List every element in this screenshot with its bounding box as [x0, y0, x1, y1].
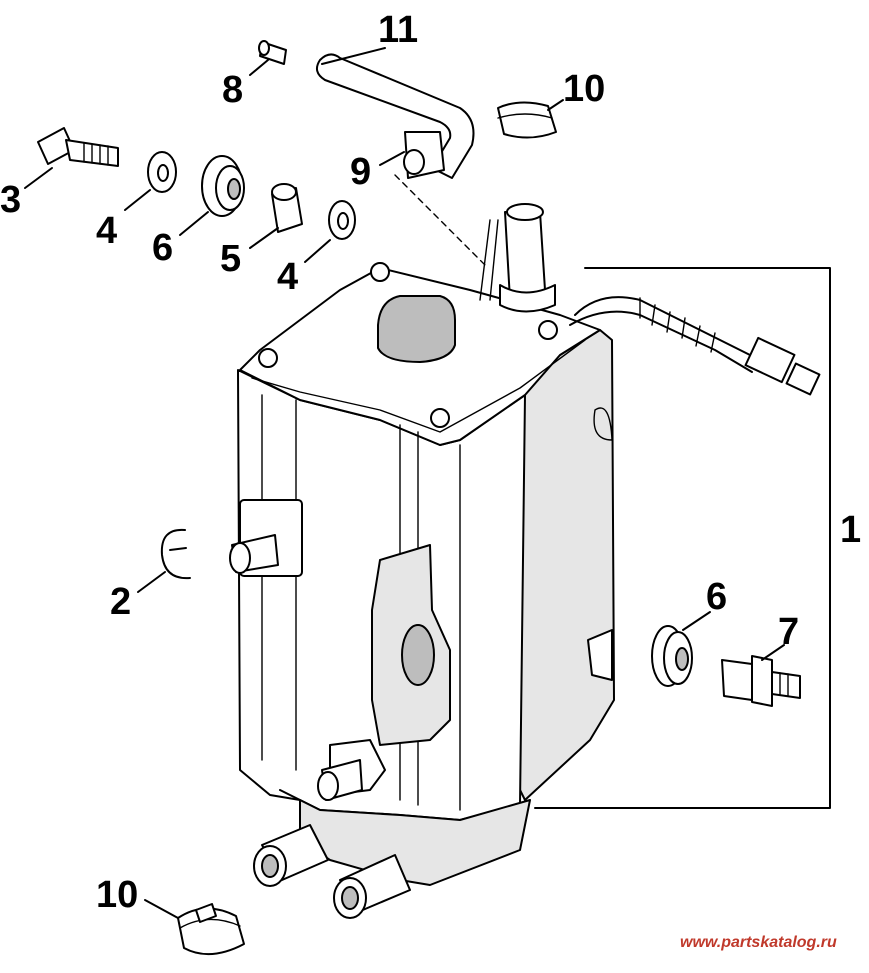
grommet-top — [201, 155, 245, 217]
hose-clamp-top — [497, 101, 557, 139]
callout-6-top: 6 — [152, 227, 173, 269]
bolt-head — [430, 408, 450, 428]
callout-11: 11 — [378, 9, 418, 51]
pin — [258, 40, 287, 65]
callout-1: 1 — [840, 509, 861, 551]
hose-fitting — [721, 655, 801, 707]
callout-10-top: 10 — [563, 68, 605, 110]
bolt-head — [258, 348, 278, 368]
reference-dashed-line — [394, 174, 486, 266]
washer-right — [328, 200, 356, 240]
e-clip — [160, 528, 191, 580]
washer-left — [147, 151, 177, 193]
hose-clamp-small — [403, 131, 445, 179]
bolt-head — [370, 262, 390, 282]
wiring-harness — [569, 296, 821, 396]
callout-2: 2 — [110, 581, 131, 623]
hose — [315, 53, 475, 179]
callout-1-bracket — [534, 267, 831, 809]
grommet-lower — [651, 625, 693, 687]
callout-9: 9 — [350, 151, 371, 193]
callout-4-right: 4 — [277, 256, 298, 298]
hose-clamp-bottom — [177, 903, 245, 956]
callout-10-bottom: 10 — [96, 874, 138, 916]
leader-lines — [24, 47, 785, 919]
callout-8: 8 — [222, 69, 243, 111]
bolt — [37, 127, 119, 167]
callout-7: 7 — [778, 611, 799, 653]
callout-labels: 1 2 3 4 4 5 6 6 7 8 9 10 10 11 — [0, 9, 861, 916]
callout-3: 3 — [0, 179, 21, 221]
callout-4-left: 4 — [96, 210, 117, 252]
spacer — [271, 183, 303, 233]
callout-6-lower: 6 — [706, 576, 727, 618]
callout-5: 5 — [220, 238, 241, 280]
bolt-head — [538, 320, 558, 340]
fuel-filter-housing — [229, 203, 615, 919]
watermark: www.partskatalog.ru — [680, 934, 837, 951]
